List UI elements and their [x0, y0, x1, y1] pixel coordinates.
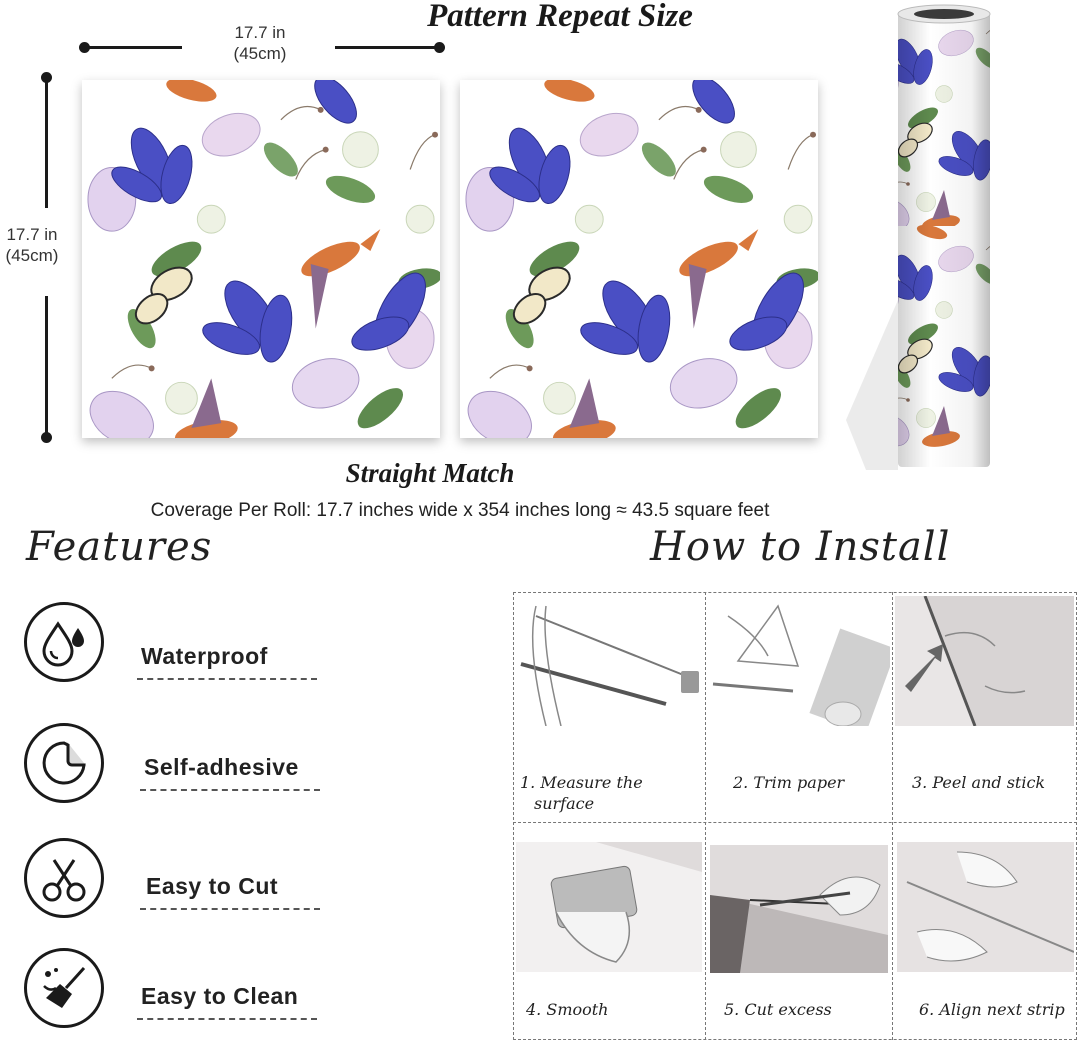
width-label: 17.7 in (45cm)	[200, 22, 320, 64]
step-1-line2: surface	[534, 794, 595, 813]
width-label-line1: 17.7 in	[234, 23, 286, 42]
floral-pattern-image	[82, 80, 440, 438]
grid-divider	[513, 822, 1077, 823]
feature-icon-circle	[24, 838, 104, 918]
height-line-top	[45, 78, 48, 208]
feature-underline	[140, 908, 320, 910]
width-line-left	[84, 46, 182, 49]
feature-icon-circle	[24, 602, 104, 682]
height-marker-start	[41, 72, 52, 83]
coverage-info: Coverage Per Roll: 17.7 inches wide x 35…	[150, 500, 770, 521]
straight-match-label: Straight Match	[345, 458, 515, 488]
feature-underline	[137, 1018, 317, 1020]
step-3-label: 3. Peel and stick	[912, 773, 1046, 792]
wallpaper-roll-image	[846, 0, 996, 470]
height-label-line1: 17.7 in	[6, 225, 58, 244]
step-4-label: 4. Smooth	[526, 1000, 609, 1019]
feature-icon-circle	[24, 948, 104, 1028]
height-marker-end	[41, 432, 52, 443]
height-label-line2: (45cm)	[5, 246, 59, 265]
install-title: How to Install	[650, 524, 951, 570]
step-illustration-smooth	[516, 842, 702, 972]
peel-sticker-icon	[42, 741, 87, 785]
step-2-label: 2. Trim paper	[733, 773, 845, 792]
features-title: Features	[26, 524, 213, 570]
step-illustration-trim	[708, 596, 890, 726]
step-6-label: 6. Align next strip	[919, 1000, 1065, 1019]
feature-icon-circle	[24, 723, 104, 803]
floral-pattern-image	[460, 80, 818, 438]
grid-divider	[892, 592, 893, 1040]
step-illustration-align	[897, 842, 1074, 972]
height-line-bottom	[45, 296, 48, 436]
feature-label-easy-to-cut: Easy to Cut	[146, 873, 279, 899]
pattern-tile-right	[460, 80, 818, 438]
width-label-line2: (45cm)	[233, 44, 287, 63]
broom-icon	[43, 966, 86, 1008]
height-label: 17.7 in (45cm)	[0, 224, 72, 266]
scissors-icon	[42, 859, 86, 902]
step-1-label: 1. Measure the surface	[520, 772, 643, 814]
grid-divider	[705, 592, 706, 1040]
pattern-tile-left	[82, 80, 440, 438]
install-steps-grid	[513, 592, 1077, 1040]
feature-label-easy-to-clean: Easy to Clean	[141, 983, 299, 1009]
step-5-label: 5. Cut excess	[724, 1000, 832, 1019]
feature-underline	[137, 678, 317, 680]
step-illustration-measure	[516, 596, 702, 726]
feature-label-waterproof: Waterproof	[141, 643, 268, 669]
step-illustration-peel	[895, 596, 1074, 726]
step-1-line1: 1. Measure the	[520, 773, 643, 792]
width-line-right	[335, 46, 439, 49]
step-illustration-cut	[710, 845, 888, 973]
feature-underline	[140, 789, 320, 791]
feature-label-self-adhesive: Self-adhesive	[144, 754, 299, 780]
pattern-repeat-title: Pattern Repeat Size	[427, 0, 693, 34]
water-drop-icon	[42, 621, 84, 667]
width-marker-end	[434, 42, 445, 53]
